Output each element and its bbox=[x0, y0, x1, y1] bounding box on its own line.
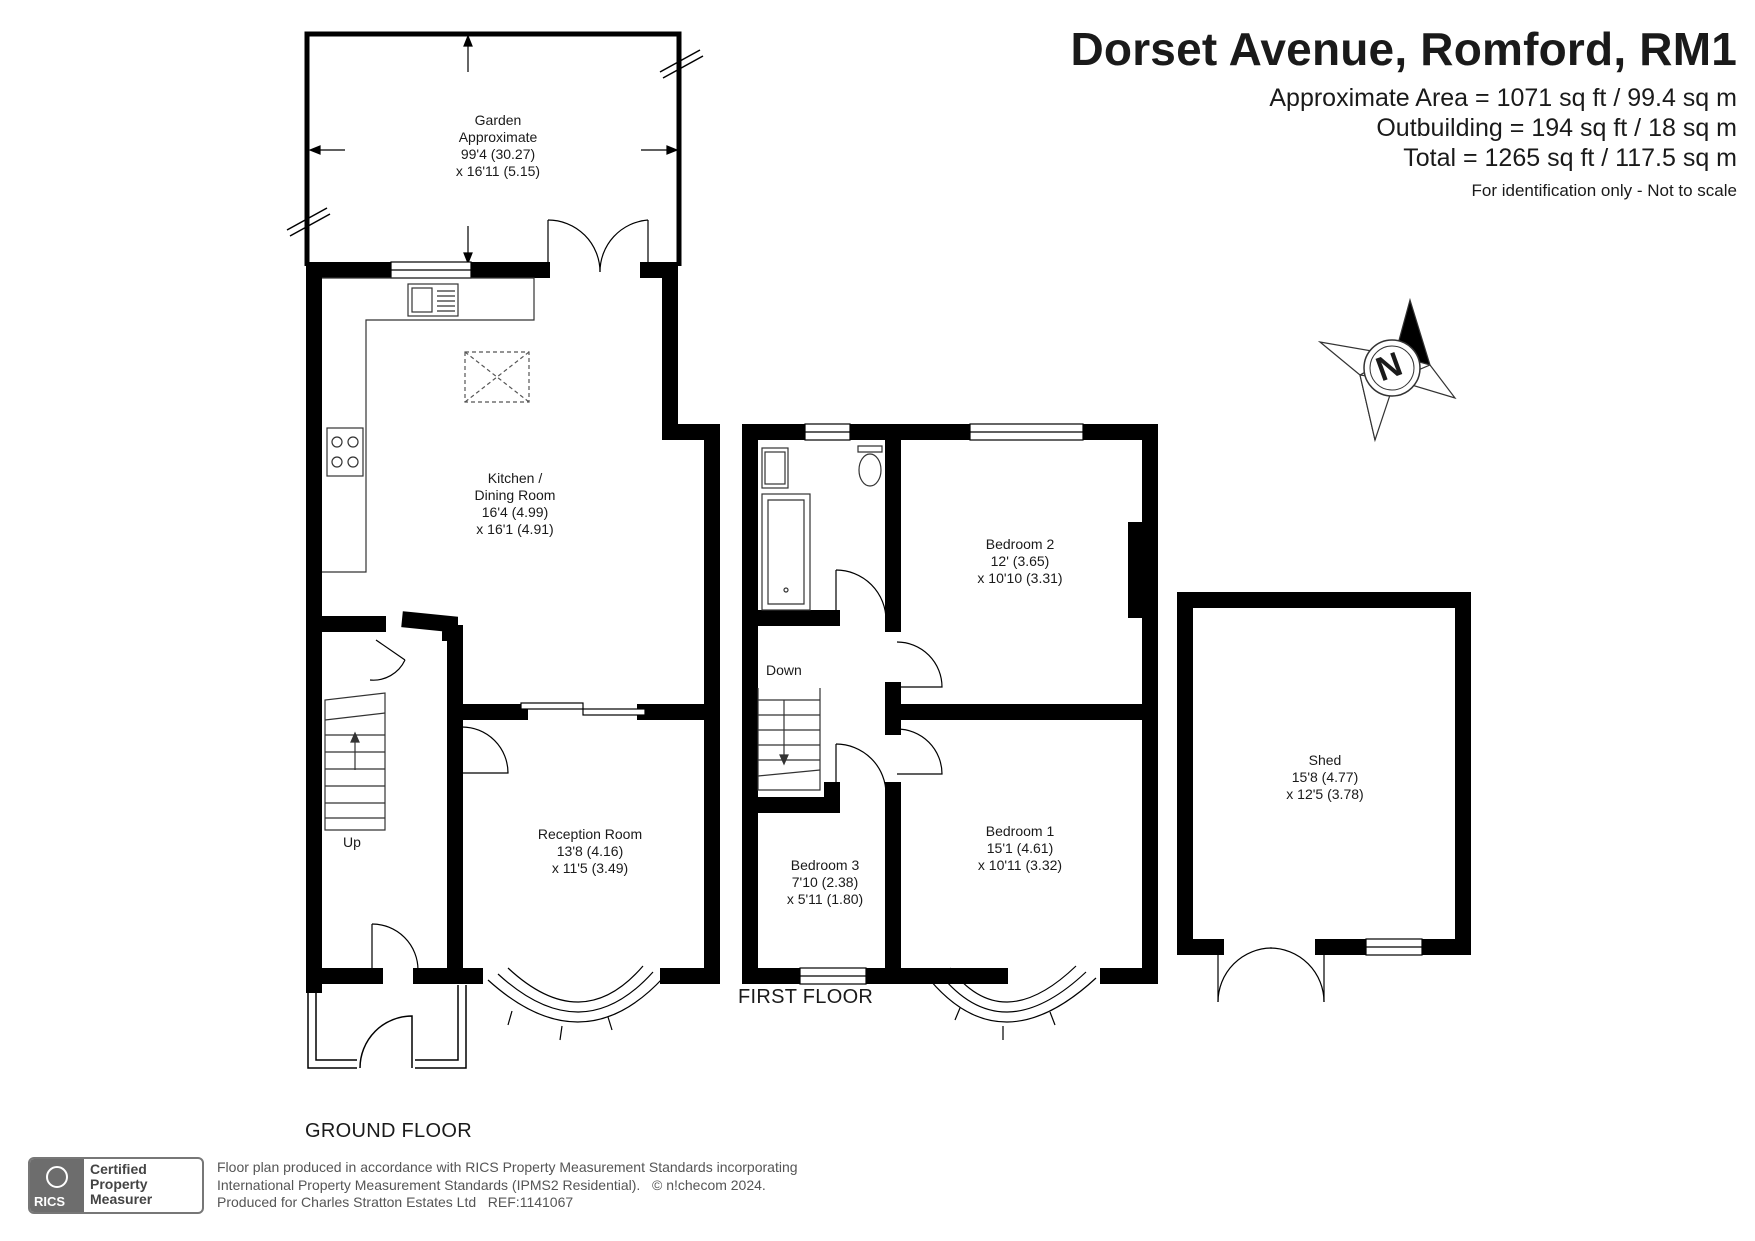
property-title: Dorset Avenue, Romford, RM1 bbox=[1070, 23, 1737, 75]
garden-dimension-arrows bbox=[308, 34, 679, 265]
stairs-down-label: Down bbox=[766, 662, 802, 678]
room-label-garden: Garden Approximate 99'4 (30.27) x 16'11 … bbox=[455, 112, 541, 179]
total-area: Total = 1265 sq ft / 117.5 sq m bbox=[1403, 144, 1737, 172]
footer-line-2: International Property Measurement Stand… bbox=[217, 1176, 766, 1193]
disclaimer-note: For identification only - Not to scale bbox=[1471, 181, 1737, 200]
stairs-up-label: Up bbox=[343, 834, 361, 850]
room-label-kitchen: Kitchen / Dining Room 16'4 (4.99) x 16'1… bbox=[474, 470, 556, 537]
garden-doors bbox=[547, 219, 649, 273]
shed-window bbox=[1365, 938, 1423, 956]
room-label-bedroom2: Bedroom 2 12' (3.65) x 10'10 (3.31) bbox=[977, 536, 1063, 586]
garden bbox=[286, 31, 704, 266]
kitchen-units bbox=[322, 277, 535, 573]
rics-emblem-icon bbox=[46, 1166, 68, 1188]
compass-north-icon bbox=[1317, 297, 1457, 443]
internal-doors-first bbox=[835, 569, 943, 795]
ground-floor-walls bbox=[306, 262, 720, 993]
rics-logo-text: RICS bbox=[34, 1194, 66, 1209]
bathroom-fixtures bbox=[761, 445, 883, 611]
window bbox=[390, 261, 472, 279]
stairs-first bbox=[757, 688, 821, 791]
stairs-ground bbox=[324, 692, 386, 831]
sliding-doors bbox=[520, 702, 646, 716]
room-label-shed: Shed 15'8 (4.77) x 12'5 (3.78) bbox=[1286, 752, 1364, 802]
skylight bbox=[464, 351, 530, 403]
first-floor-walls bbox=[742, 424, 1158, 984]
room-label-bedroom1: Bedroom 1 15'1 (4.61) x 10'11 (3.32) bbox=[977, 823, 1063, 873]
rics-badge: RICS Certified Property Measurer bbox=[28, 1157, 204, 1214]
footer-text: Floor plan produced in accordance with R… bbox=[217, 1159, 798, 1212]
approximate-area: Approximate Area = 1071 sq ft / 99.4 sq … bbox=[1269, 84, 1737, 112]
room-label-bedroom3: Bedroom 3 7'10 (2.38) x 5'11 (1.80) bbox=[786, 857, 864, 907]
rics-logo: RICS bbox=[30, 1159, 84, 1212]
ground-floor-label: GROUND FLOOR bbox=[305, 1120, 472, 1142]
shed-doors bbox=[1217, 947, 1325, 1003]
first-floor-label: FIRST FLOOR bbox=[738, 986, 874, 1008]
rics-badge-text: Certified Property Measurer bbox=[90, 1161, 153, 1207]
porch bbox=[307, 985, 467, 1069]
shed-walls bbox=[1177, 592, 1471, 955]
internal-doors-ground bbox=[369, 639, 509, 971]
outbuilding-area: Outbuilding = 194 sq ft / 18 sq m bbox=[1376, 114, 1737, 142]
bay-window-reception bbox=[487, 965, 664, 1041]
footer-line-3: Produced for Charles Stratton Estates Lt… bbox=[217, 1194, 574, 1210]
windows-first-floor bbox=[799, 423, 1084, 985]
footer-line-1: Floor plan produced in accordance with R… bbox=[217, 1159, 798, 1175]
bay-window-bedroom1 bbox=[929, 965, 1097, 1040]
room-label-reception: Reception Room 13'8 (4.16) x 11'5 (3.49) bbox=[537, 826, 643, 876]
